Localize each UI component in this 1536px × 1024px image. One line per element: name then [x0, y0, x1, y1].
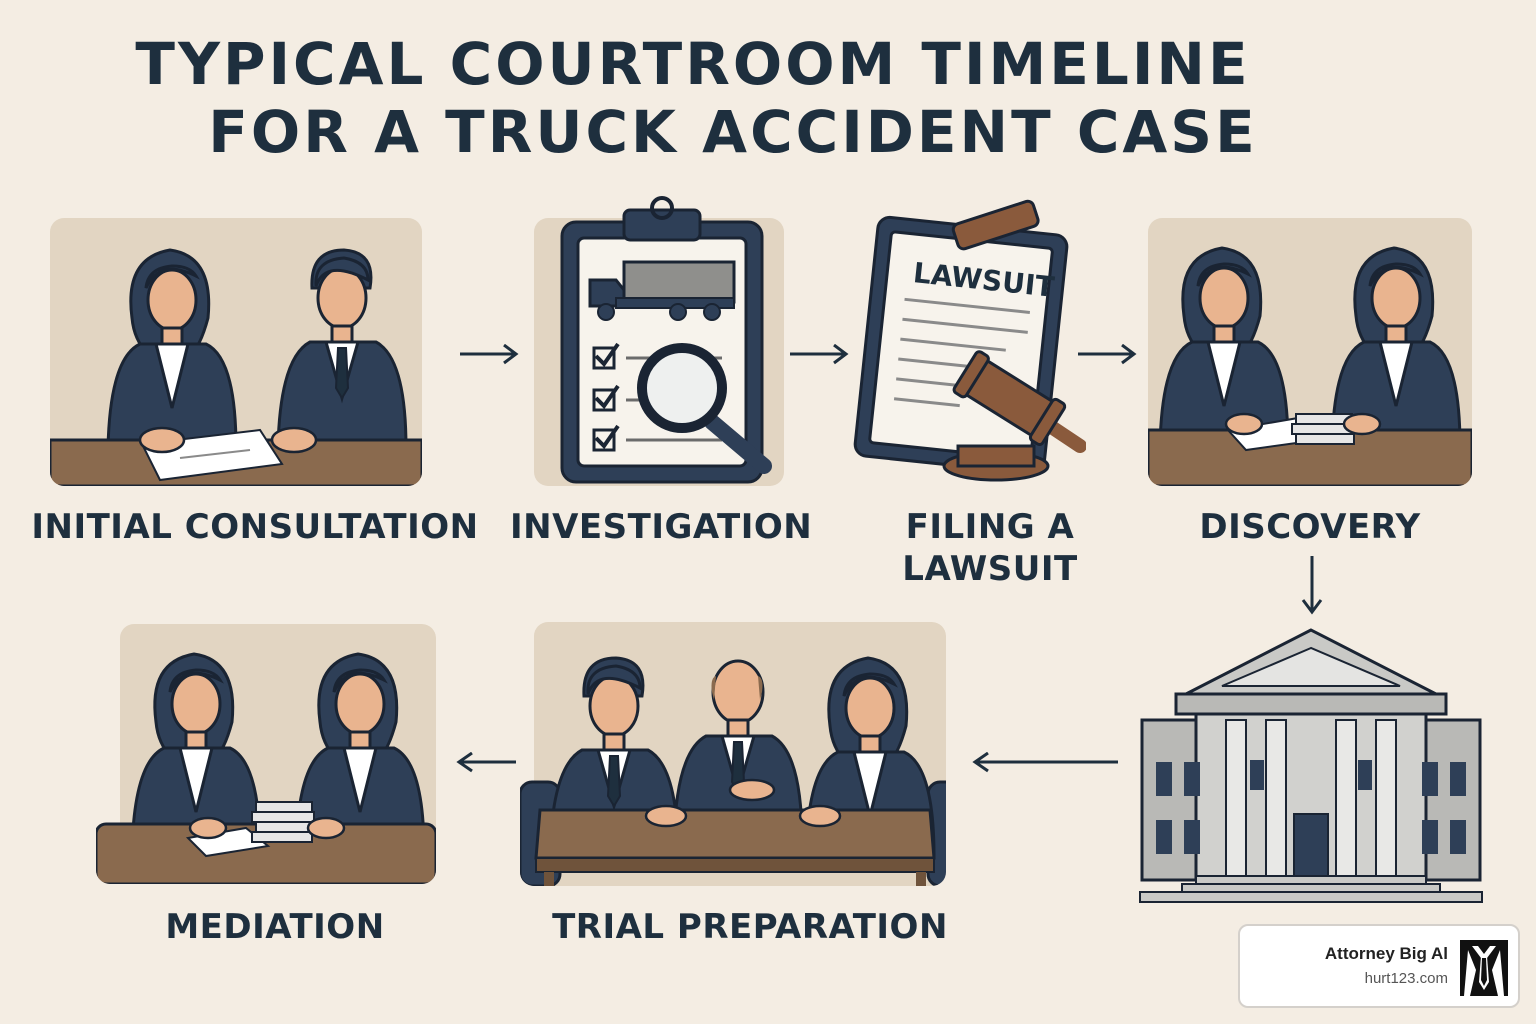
badge-name: Attorney Big Al	[1324, 944, 1448, 963]
badge-site: hurt123.com	[1364, 970, 1448, 987]
arrow-down-icon	[1301, 556, 1323, 615]
courthouse-icon	[1139, 628, 1483, 903]
three-lawyers-at-table-icon	[520, 622, 946, 886]
two-people-reviewing-documents-icon	[1148, 218, 1472, 486]
step-label-mediation: MEDIATION	[165, 907, 385, 947]
page-title: TYPICAL COURTROOM TIMELINE FOR A TRUCK A…	[0, 30, 1536, 166]
two-lawyers-meeting-icon	[50, 218, 422, 486]
title-line-2: FOR A TRUCK ACCIDENT CASE	[208, 98, 1258, 166]
filing-label-line-1: FILING A	[905, 507, 1075, 547]
step-trial-preparation-panel	[520, 622, 946, 886]
lawsuit-document-gavel-icon: LAWSUIT	[853, 199, 1086, 482]
two-people-with-books-icon	[96, 624, 436, 884]
arrow-right-icon	[460, 344, 518, 365]
clipboard-icon	[560, 196, 772, 484]
step-label-discovery: DISCOVERY	[1199, 507, 1421, 547]
title-line-1: TYPICAL COURTROOM TIMELINE	[135, 30, 1251, 98]
step-initial-consultation-panel	[50, 218, 422, 486]
arrow-right-icon	[1078, 344, 1136, 365]
step-label-investigation: INVESTIGATION	[510, 507, 813, 547]
arrow-left-icon	[456, 752, 516, 773]
step-label-filing-a-lawsuit: FILING A LAWSUIT	[850, 506, 1130, 590]
suit-tie-logo-icon	[1460, 940, 1508, 996]
step-label-trial-preparation: TRIAL PREPARATION	[552, 907, 948, 947]
step-discovery-panel	[1148, 218, 1472, 486]
filing-label-line-2: LAWSUIT	[902, 549, 1078, 589]
arrow-left-icon	[972, 752, 1118, 773]
step-label-initial-consultation: INITIAL CONSULTATION	[31, 507, 479, 547]
step-mediation-panel	[96, 624, 436, 884]
attorney-badge[interactable]: Attorney Big Al hurt123.com	[1238, 924, 1520, 1008]
